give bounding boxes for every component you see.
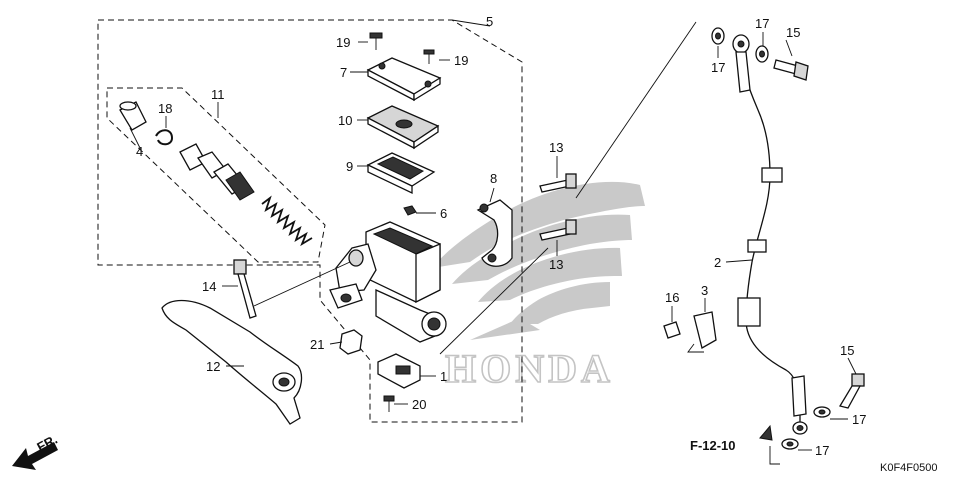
- honda-wing-watermark: HONDA: [432, 181, 645, 392]
- spring: [261, 195, 313, 247]
- callout-9: 9: [346, 159, 353, 174]
- honda-watermark-text: HONDA: [445, 346, 614, 391]
- brake-lever: [161, 299, 303, 425]
- leader-lines: [129, 19, 857, 451]
- sealing-washer-top-right: [755, 45, 769, 63]
- callout-3: 3: [701, 283, 708, 298]
- callout-7: 7: [340, 65, 347, 80]
- brake-hose: [732, 34, 808, 435]
- switch-screw: [383, 395, 395, 412]
- callout-15: 15: [840, 343, 854, 358]
- diagram-code: K0F4F0500: [880, 462, 937, 474]
- front-arrow-marker: FR.: [12, 432, 60, 470]
- hose-clamp: [687, 311, 717, 353]
- reservoir-diaphragm: [366, 152, 436, 195]
- callout-1: 1: [440, 369, 447, 384]
- callout-12: 12: [206, 359, 220, 374]
- callout-18: 18: [158, 101, 172, 116]
- callout-21: 21: [310, 337, 324, 352]
- callout-11: 11: [211, 87, 225, 102]
- cap-screw-right: [423, 49, 435, 64]
- reference-arrow: [759, 424, 780, 465]
- pivot-bolt: [233, 259, 257, 319]
- oil-bolt-bottom: [838, 373, 865, 409]
- holder-clamp: [476, 199, 513, 267]
- callout-16: 16: [665, 290, 679, 305]
- clamp-bolt: [663, 321, 681, 339]
- callout-17: 17: [815, 443, 829, 458]
- reservoir-cap: [366, 57, 442, 102]
- callout-8: 8: [490, 171, 497, 186]
- lever-nut: [339, 329, 363, 355]
- callout-20: 20: [412, 397, 426, 412]
- sealing-washer-bottom: [781, 438, 799, 450]
- holder-bolt-upper: [539, 173, 577, 193]
- callout-14: 14: [202, 279, 216, 294]
- callout-19: 19: [454, 53, 468, 68]
- piston-set-outline: [106, 87, 326, 263]
- callout-17: 17: [711, 60, 725, 75]
- circlip: [155, 129, 174, 146]
- callout-17: 17: [755, 16, 769, 31]
- callout-2: 2: [714, 255, 721, 270]
- master-cylinder-assembly-outline: [97, 19, 523, 423]
- callout-10: 10: [338, 113, 352, 128]
- float-part: [403, 205, 417, 216]
- callout-6: 6: [440, 206, 447, 221]
- reference-label: F-12-10: [690, 438, 736, 453]
- holder-bolt-lower: [539, 219, 577, 241]
- callout-17: 17: [852, 412, 866, 427]
- stop-switch: [377, 353, 421, 389]
- callout-4: 4: [136, 144, 143, 159]
- oil-bolt-top: [773, 59, 809, 81]
- cap-screw-left: [369, 32, 383, 50]
- master-cylinder-body: [329, 221, 447, 343]
- boot: [119, 101, 147, 131]
- callout-5: 5: [486, 14, 493, 29]
- sealing-washer-bottom-right: [813, 406, 831, 418]
- sealing-washer-top-left: [711, 27, 725, 45]
- callout-13: 13: [549, 140, 563, 155]
- callout-19: 19: [336, 35, 350, 50]
- callout-labels: 5 19 19 7 10 9 6 8 11 18 4 14 12 21 1 20…: [136, 14, 866, 458]
- callout-13: 13: [549, 257, 563, 272]
- callout-15: 15: [786, 25, 800, 40]
- piston-rod: [179, 143, 255, 201]
- diaphragm-plate: [366, 105, 440, 150]
